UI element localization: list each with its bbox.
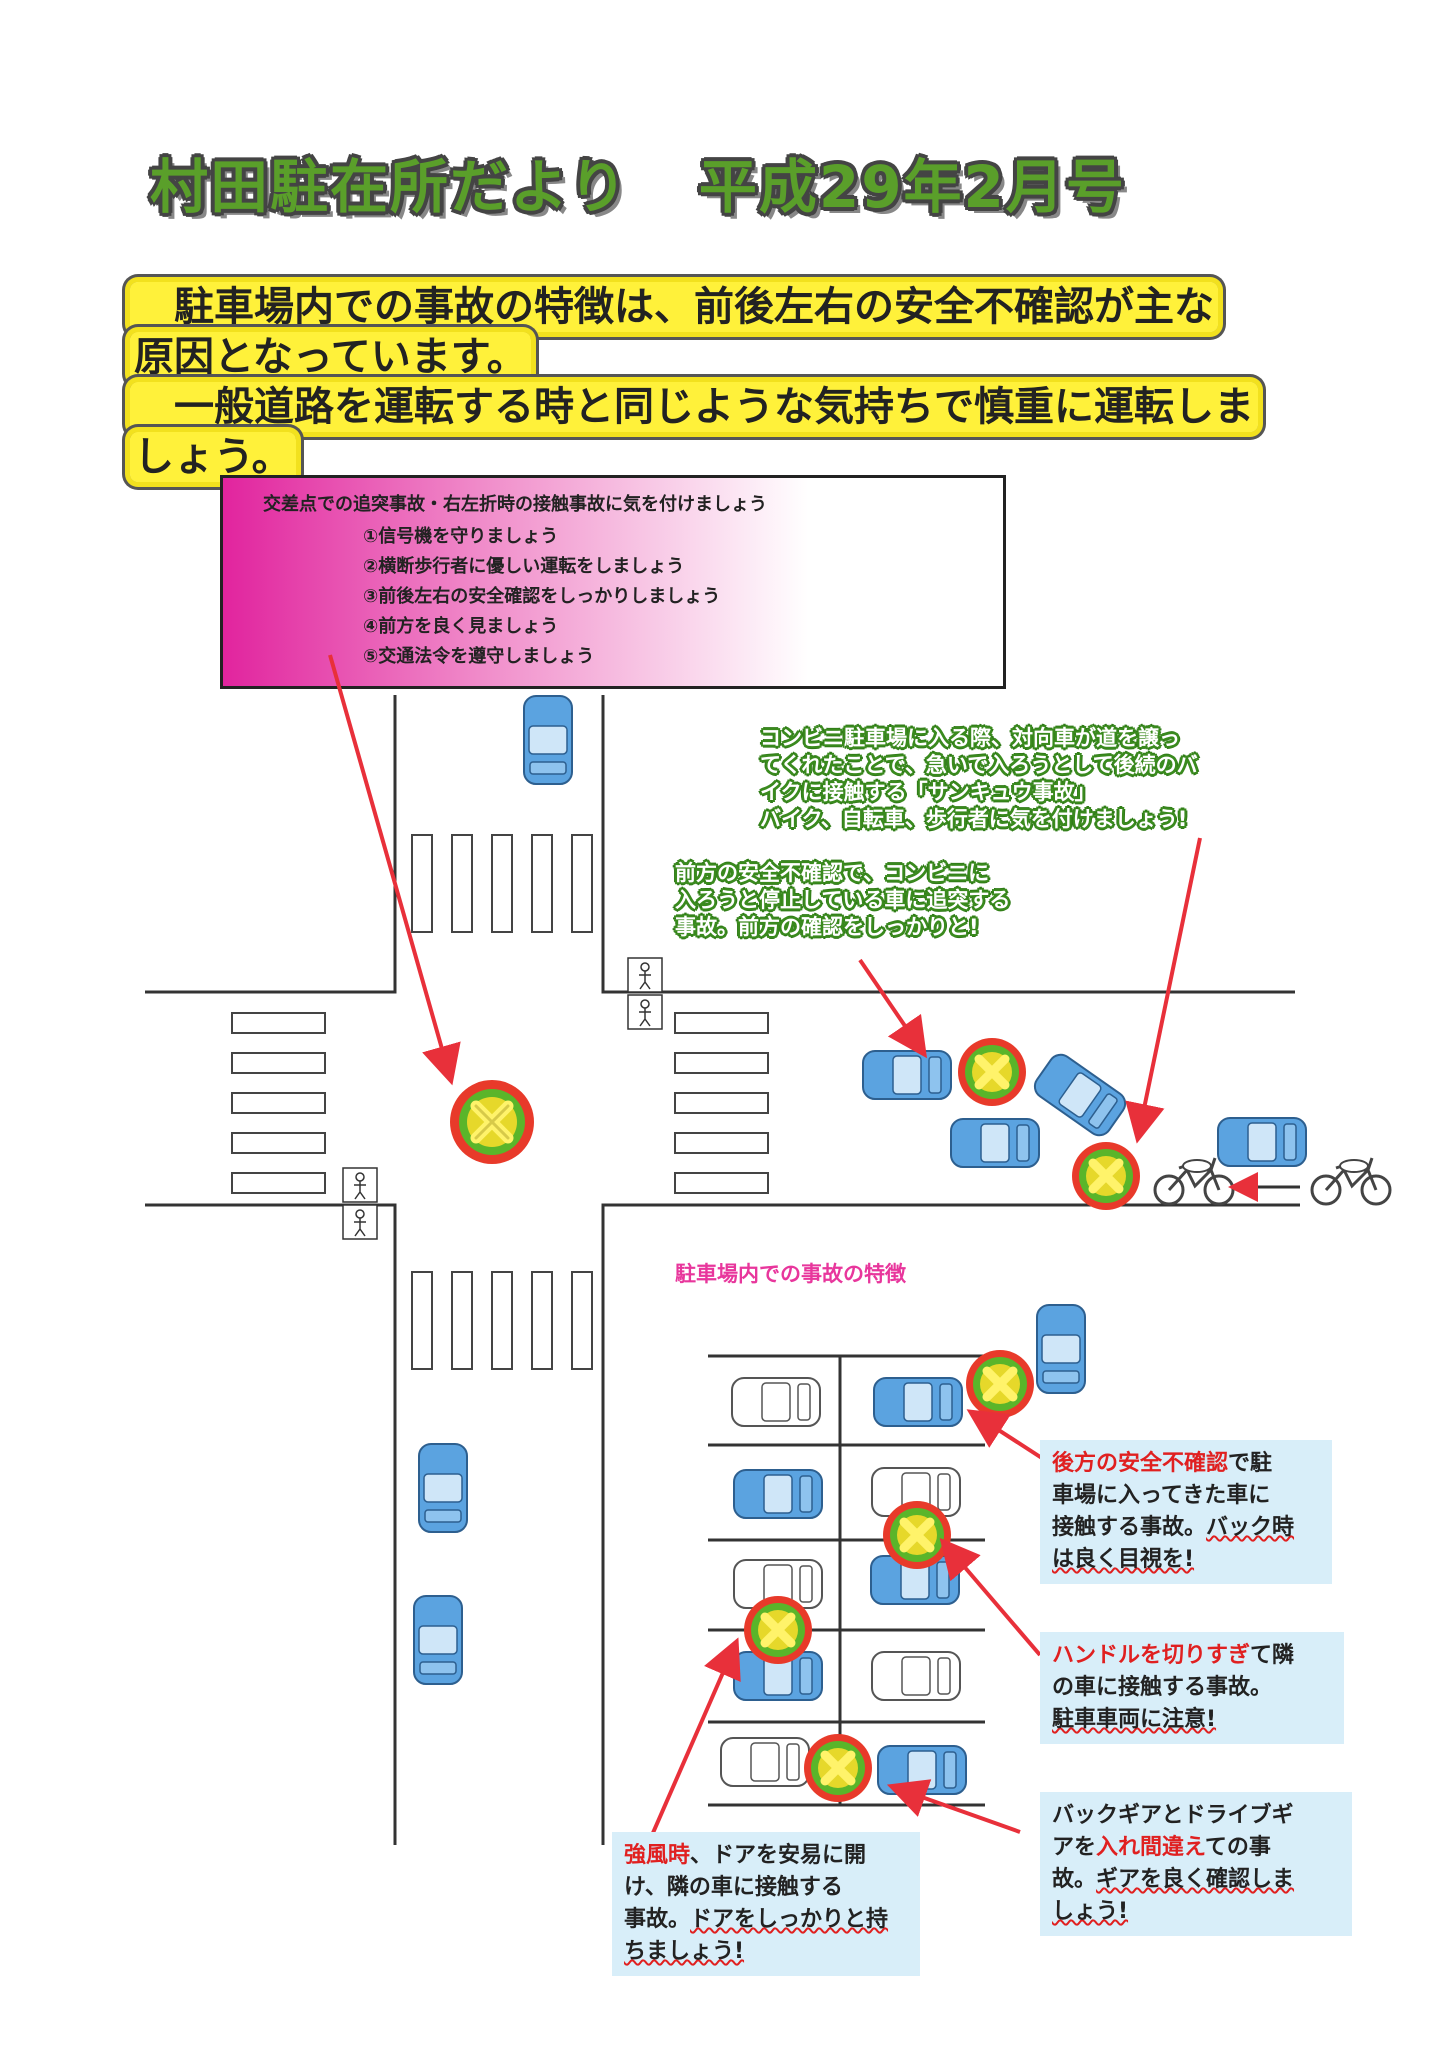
crash-marker-icon <box>450 1080 534 1164</box>
info-wind: 強風時、ドアを安易に開 け、隣の車に接触する 事故。ドアをしっかりと持 ちましょ… <box>612 1832 920 1976</box>
info-text: ての事 <box>1204 1835 1271 1860</box>
callout-conbini: コンビニ駐車場に入る際、対向車が道を譲っ てくれたことで、急いで入ろうとして後続… <box>760 725 1198 833</box>
tip-item: ①信号機を守りましょう <box>363 526 559 547</box>
info-text: 故。 <box>1052 1867 1097 1892</box>
intersection-tips-box: 交差点での追突事故・右左折時の接触事故に気を付けましょう ①信号機を守りましょう… <box>220 475 1006 689</box>
info-highlight: 後方の安全不確認 <box>1052 1451 1229 1476</box>
car-icon <box>950 1118 1040 1168</box>
info-text: の車に接触する事故。 <box>1052 1675 1273 1700</box>
info-caution: しょう! <box>1052 1899 1129 1924</box>
car-icon <box>1217 1117 1307 1167</box>
parked-car-icon <box>720 1737 810 1787</box>
road-lines <box>145 695 1300 1845</box>
title-left: 村田駐在所だより <box>150 153 629 221</box>
info-highlight: 入れ間違え <box>1096 1835 1205 1860</box>
info-highlight: 強風時 <box>624 1843 691 1868</box>
crash-marker-icon <box>958 1038 1026 1106</box>
info-text: 事故。 <box>624 1907 691 1932</box>
info-caution: ドアをしっかりと持 <box>690 1907 889 1932</box>
info-gear: バックギアとドライブギ アを入れ間違えての事 故。ギアを良く確認しま しょう! <box>1040 1792 1352 1936</box>
crash-marker-icon <box>883 1501 951 1569</box>
info-back-check: 後方の安全不確認で駐 車場に入ってきた車に 接触する事故。バック時 は良く目視を… <box>1040 1440 1332 1584</box>
intro-line-2: 原因となっています。 <box>130 332 531 382</box>
parked-car-icon <box>873 1377 963 1427</box>
car-icon <box>523 695 573 785</box>
parked-car-icon <box>877 1745 967 1795</box>
crosswalk-east <box>674 1012 769 1194</box>
crosswalk-west <box>231 1012 326 1194</box>
info-text: で駐 <box>1228 1451 1273 1476</box>
info-text: 車場に入ってきた車に <box>1052 1483 1271 1508</box>
title-right: 平成29年2月号 <box>698 153 1126 221</box>
car-icon <box>1036 1304 1086 1394</box>
tip-item: ②横断歩行者に優しい運転をしましょう <box>363 556 685 577</box>
info-caution: 駐車車両に注意! <box>1052 1707 1217 1732</box>
callout-line: てくれたことで、急いで入ろうとして後続のバ <box>760 753 1198 777</box>
info-caution: ギアを良く確認しま <box>1096 1867 1295 1892</box>
car-icon <box>862 1050 952 1100</box>
info-text: バックギアとドライブギ <box>1052 1803 1294 1828</box>
car-icon <box>418 1443 468 1533</box>
info-highlight: ハンドルを切りすぎ <box>1052 1643 1251 1668</box>
info-text: け、隣の車に接触する <box>624 1875 843 1900</box>
callout-front-check: 前方の安全不確認で、コンビニに 入ろうと停止している車に追突する 事故。前方の確… <box>675 860 1010 941</box>
motorcycle-icon <box>1153 1156 1235 1206</box>
info-text: アを <box>1052 1835 1097 1860</box>
callout-line: イクに接触する「サンキュウ事故」 <box>760 780 1096 804</box>
crash-marker-icon <box>804 1734 872 1802</box>
info-caution: ちましょう! <box>624 1939 745 1964</box>
parking-heading: 駐車場内での事故の特徴 <box>675 1262 906 1286</box>
car-icon <box>1029 1049 1131 1141</box>
info-text: 接触する事故。 <box>1052 1515 1207 1540</box>
tips-heading: 交差点での追突事故・右左折時の接触事故に気を付けましょう <box>263 494 767 515</box>
tip-item: ③前後左右の安全確認をしっかりしましょう <box>363 586 721 607</box>
callout-line: 事故。前方の確認をしっかりと! <box>675 915 979 939</box>
info-caution: バック時 <box>1206 1515 1295 1540</box>
tip-item: ⑤交通法令を遵守しましょう <box>363 646 595 667</box>
page-title: 村田駐在所だより 平成29年2月号 <box>150 140 1310 230</box>
callout-line: 前方の安全不確認で、コンビニに <box>675 861 990 885</box>
intro-line-3: 一般道路を運転する時と同じような気持ちで慎重に運転しま <box>130 382 1258 432</box>
tip-item: ④前方を良く見ましょう <box>363 616 559 637</box>
intro-line-1: 駐車場内での事故の特徴は、前後左右の安全不確認が主な <box>130 282 1218 332</box>
callout-arrows <box>328 654 1202 1859</box>
crash-marker-icon <box>744 1596 812 1664</box>
info-text: 、ドアを安易に開 <box>690 1843 867 1868</box>
info-handle: ハンドルを切りすぎて隣 の車に接触する事故。 駐車車両に注意! <box>1040 1632 1344 1744</box>
callout-line: バイク、自転車、歩行者に気を付けましょう! <box>760 807 1188 831</box>
callout-line: 入ろうと停止している車に追突する <box>675 888 1011 912</box>
parked-car-icon <box>871 1651 961 1701</box>
motorcycle-icon <box>1310 1156 1392 1206</box>
parked-car-icon <box>731 1377 821 1427</box>
crash-marker-icon <box>966 1350 1034 1418</box>
intro-text: 駐車場内での事故の特徴は、前後左右の安全不確認が主な 原因となっています。 一般… <box>130 282 1258 482</box>
info-caution: は良く目視を! <box>1052 1547 1195 1572</box>
crosswalk-north <box>411 834 593 933</box>
parked-car-icon <box>733 1469 823 1519</box>
info-text: て隣 <box>1250 1643 1295 1668</box>
crosswalk-south <box>411 1271 593 1370</box>
callout-line: コンビニ駐車場に入る際、対向車が道を譲っ <box>760 726 1180 750</box>
intro-line-4: しょう。 <box>130 432 296 482</box>
crash-marker-icon <box>1072 1142 1140 1210</box>
car-icon <box>413 1595 463 1685</box>
